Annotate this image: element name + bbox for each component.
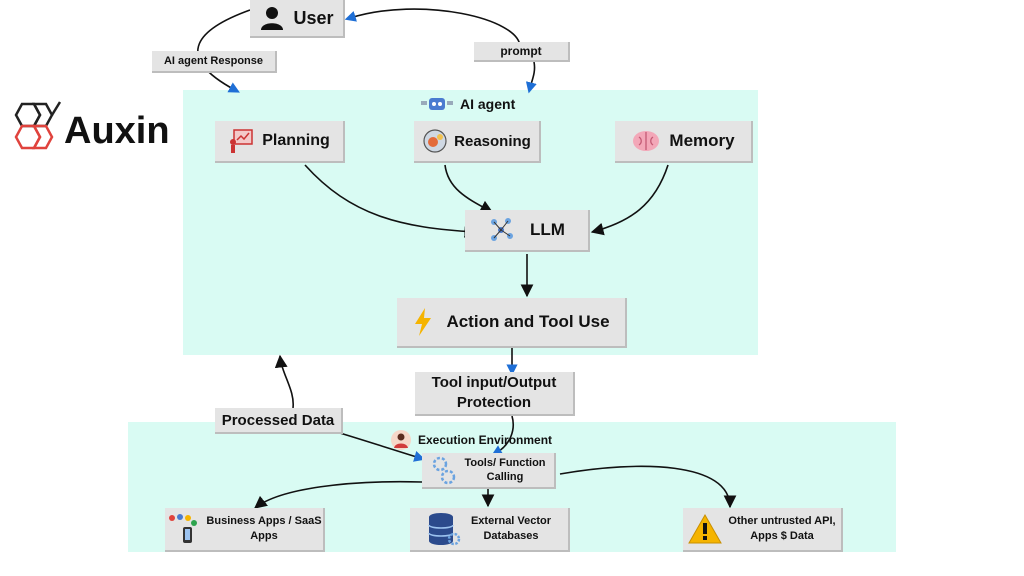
- business-apps-node: Business Apps / SaaS Apps: [165, 508, 325, 552]
- business-label-group: Business Apps / SaaS Apps: [206, 514, 321, 544]
- tools-line1: Tools/ Function: [464, 457, 546, 469]
- user-label: User: [293, 7, 334, 28]
- untrusted-label-group: Other untrusted API, Apps $ Data: [728, 514, 835, 544]
- memory-node: Memory: [615, 121, 753, 163]
- untrusted-line1: Other untrusted API,: [728, 515, 836, 527]
- tools-function-calling-node: Tools/ Function Calling: [422, 453, 556, 489]
- prompt-label: prompt: [474, 42, 570, 62]
- business-line1: Business Apps / SaaS: [206, 515, 322, 527]
- ai-agent-response-label: AI agent Response: [152, 51, 277, 73]
- reasoning-icon: [422, 128, 448, 154]
- vector-line2: Databases: [483, 530, 539, 542]
- ai-agent-title: AI agent: [420, 95, 515, 113]
- llm-node: LLM: [465, 210, 590, 252]
- execution-person-icon: [390, 429, 412, 451]
- untrusted-line2: Apps $ Data: [750, 530, 814, 542]
- vector-label-group: External Vector Databases: [471, 514, 551, 544]
- untrusted-api-node: Other untrusted API, Apps $ Data: [683, 508, 843, 552]
- memory-label: Memory: [669, 131, 735, 150]
- planning-node: Planning: [215, 121, 345, 163]
- brain-icon: [631, 128, 661, 154]
- protection-line1: Tool input/Output: [431, 374, 557, 391]
- business-line2: Apps: [250, 530, 278, 542]
- planning-label: Planning: [262, 132, 330, 149]
- processed-data-label: Processed Data: [221, 411, 335, 429]
- apps-icon: [166, 513, 198, 545]
- tools-label-group: Tools/ Function Calling: [464, 456, 545, 484]
- execution-title-text: Execution Environment: [418, 433, 553, 447]
- tools-line2: Calling: [486, 471, 524, 483]
- llm-network-icon: [488, 216, 516, 244]
- database-icon: [427, 511, 461, 547]
- vector-line1: External Vector: [470, 515, 552, 527]
- execution-environment-title: Execution Environment: [390, 429, 552, 451]
- user-icon: [259, 5, 285, 31]
- reasoning-label: Reasoning: [454, 132, 531, 150]
- llm-label: LLM: [530, 220, 565, 239]
- action-tool-use-node: Action and Tool Use: [397, 298, 627, 348]
- lightning-icon: [412, 307, 434, 337]
- vector-databases-node: External Vector Databases: [410, 508, 570, 552]
- user-node: User: [250, 0, 345, 38]
- protection-line2: Protection: [456, 394, 532, 411]
- auxin-logo-icon: [14, 101, 62, 150]
- reasoning-node: Reasoning: [414, 121, 541, 163]
- robot-icon: [420, 95, 454, 113]
- gears-icon: [430, 455, 458, 485]
- brand-name: Auxin: [64, 110, 170, 152]
- warning-icon: [688, 513, 723, 545]
- processed-data-node: Processed Data: [215, 408, 343, 434]
- ai-agent-title-text: AI agent: [460, 96, 516, 112]
- planning-icon: [228, 128, 254, 154]
- action-label: Action and Tool Use: [446, 312, 610, 331]
- tool-io-protection-node: Tool input/Output Protection: [415, 372, 575, 416]
